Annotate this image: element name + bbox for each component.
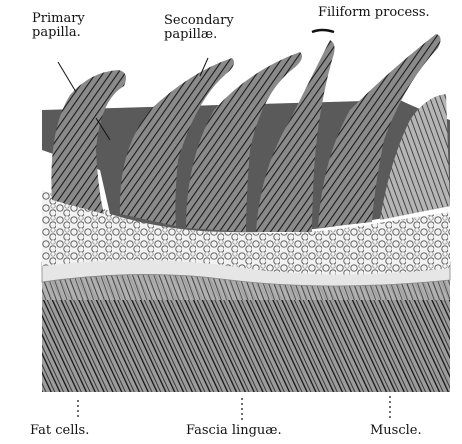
label-secondary-papillae: Secondary papillæ. bbox=[164, 14, 234, 42]
label-fat-cells: Fat cells. bbox=[30, 424, 89, 438]
label-fascia-linguae: Fascia linguæ. bbox=[186, 424, 282, 438]
label-primary-papilla: Primary papilla. bbox=[32, 12, 85, 40]
label-filiform-process: Filiform process. bbox=[318, 6, 430, 20]
filiform-process-mark bbox=[312, 30, 334, 32]
label-muscle: Muscle. bbox=[370, 424, 422, 438]
primary-papilla-leader bbox=[58, 62, 76, 92]
